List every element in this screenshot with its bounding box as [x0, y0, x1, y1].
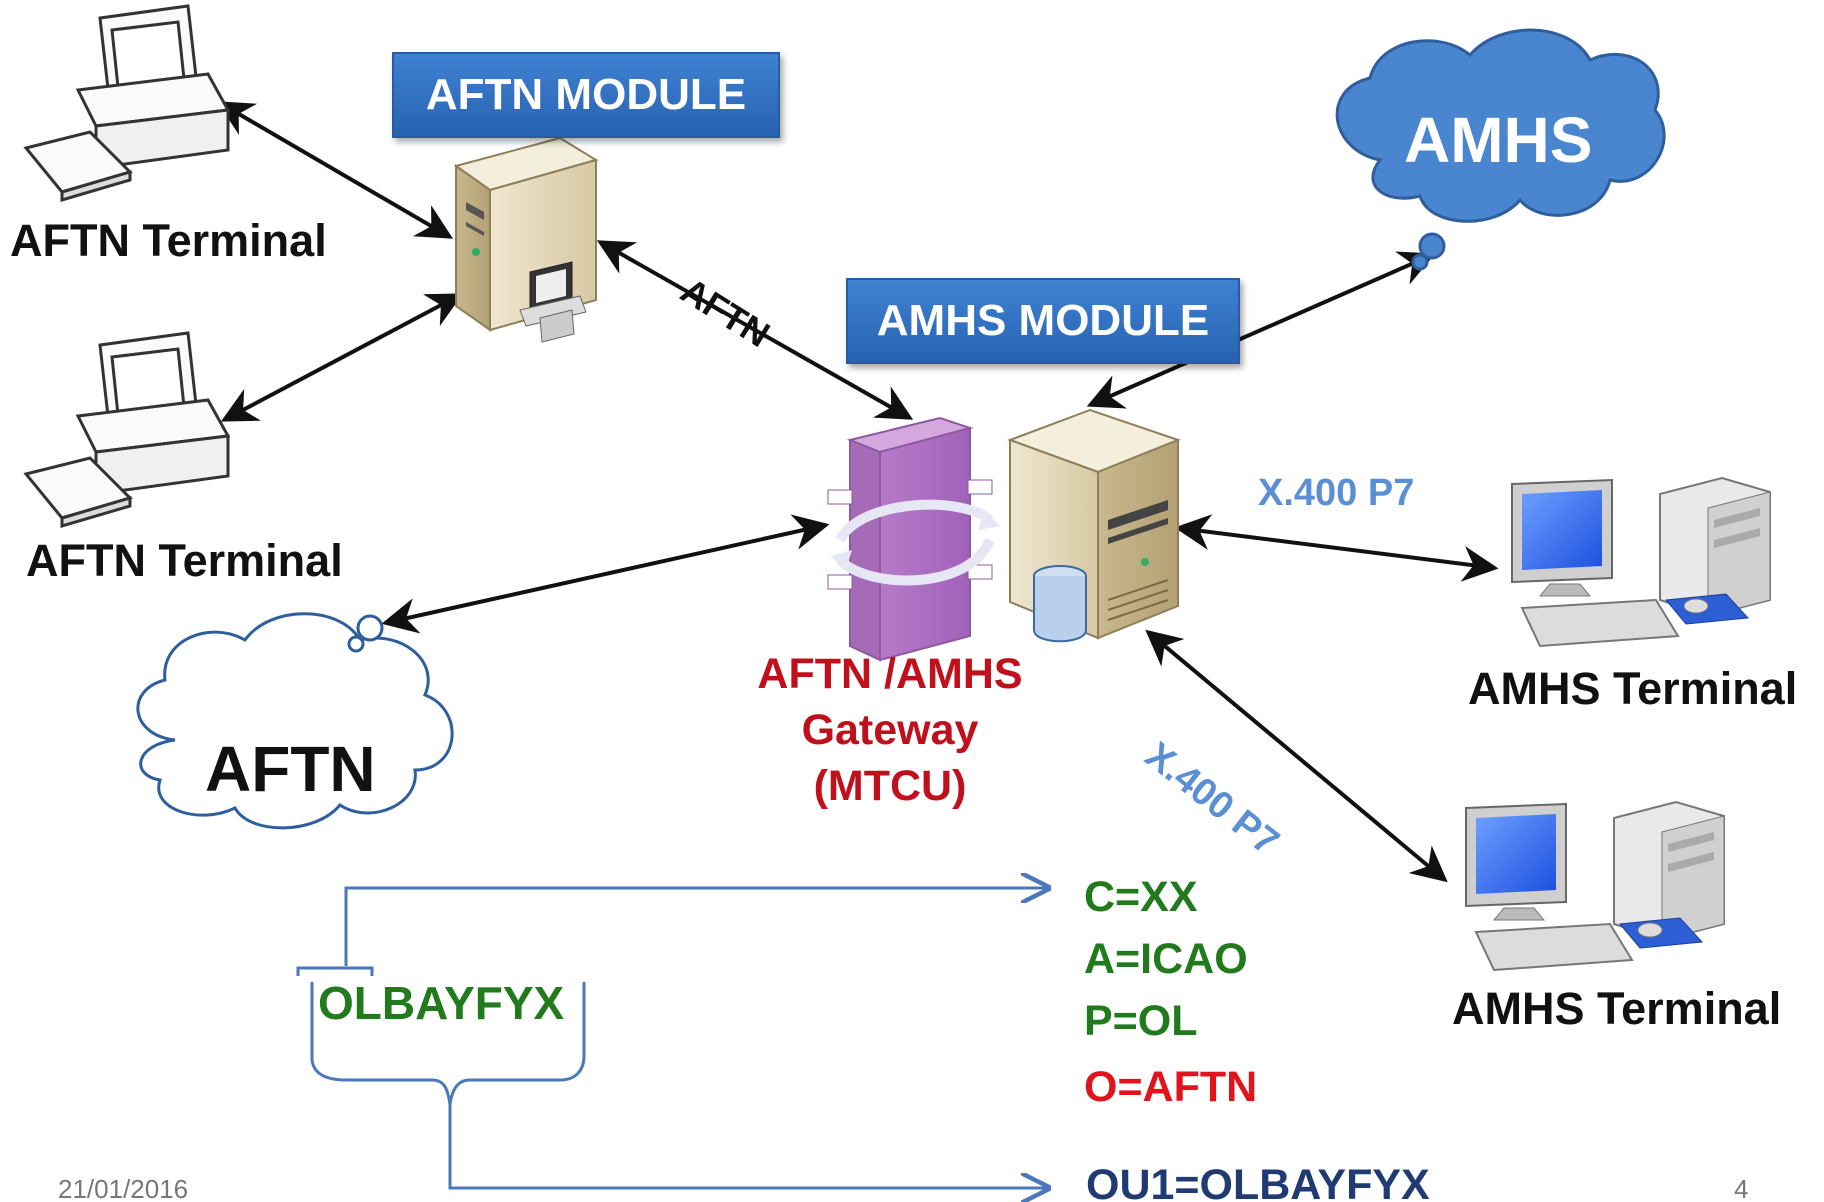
amhs-terminal-label-1: AMHS Terminal — [1468, 663, 1798, 714]
amhs-cloud-shape — [1335, 28, 1666, 271]
attr-organization: O=AFTN — [1084, 1063, 1258, 1111]
aftn-server-icon — [453, 136, 599, 343]
arrow-aftn-terminal2-module — [220, 293, 464, 422]
mapping-line-bottom — [448, 1104, 1048, 1188]
computer-icon-amhs-1 — [1511, 476, 1771, 648]
attr-admd: A=ICAO — [1084, 935, 1248, 983]
gateway-label: AFTN /AMHS Gateway (MTCU) — [730, 646, 1050, 814]
attr-prmd: P=OL — [1084, 997, 1198, 1045]
arrow-aftn-terminal1-module — [216, 101, 454, 239]
aftn-cloud-shape — [136, 612, 454, 830]
computer-icon-aftn-1 — [23, 4, 231, 203]
aftn-terminal-label-2: AFTN Terminal — [26, 535, 343, 586]
aftn-terminal-label-1: AFTN Terminal — [10, 215, 327, 266]
aftn-address: OLBAYFYX — [318, 977, 565, 1029]
computer-icon-amhs-2 — [1465, 800, 1725, 972]
arrow-aftn-cloud-gateway — [381, 514, 830, 634]
aftn-cloud-label: AFTN — [205, 733, 376, 805]
amhs-server-icon — [1007, 408, 1181, 643]
arrow-amhs-server-terminal1 — [1174, 514, 1499, 582]
computer-icon-aftn-2 — [23, 331, 231, 529]
arrow-aftn-module-gateway — [596, 240, 914, 420]
attr-country: C=XX — [1084, 873, 1198, 921]
connection-arrows — [216, 101, 1499, 883]
gateway-label-line1: AFTN /AMHS — [757, 650, 1023, 698]
x400-p7-label-upper: X.400 P7 — [1258, 472, 1415, 514]
address-mapping-lines — [296, 888, 1048, 1188]
aftn-module-label: AFTN MODULE — [392, 52, 780, 138]
amhs-terminal-label-2: AMHS Terminal — [1452, 983, 1782, 1034]
attr-ou1: OU1=OLBAYFYX — [1086, 1161, 1430, 1202]
arrow-amhs-server-terminal2 — [1145, 629, 1448, 883]
gateway-converter-icon — [827, 416, 1000, 662]
gateway-label-line3: (MTCU) — [813, 762, 967, 810]
slide-date: 21/01/2016 — [58, 1174, 189, 1202]
slide-page-number: 4 — [1734, 1174, 1749, 1202]
arrow-amhs-server-cloud — [1086, 251, 1436, 409]
mapping-line-top — [344, 888, 1048, 966]
amhs-module-label: AMHS MODULE — [846, 278, 1240, 364]
amhs-cloud-label: AMHS — [1404, 104, 1593, 176]
brace-top-left — [296, 966, 374, 976]
gateway-label-line2: Gateway — [801, 706, 979, 754]
